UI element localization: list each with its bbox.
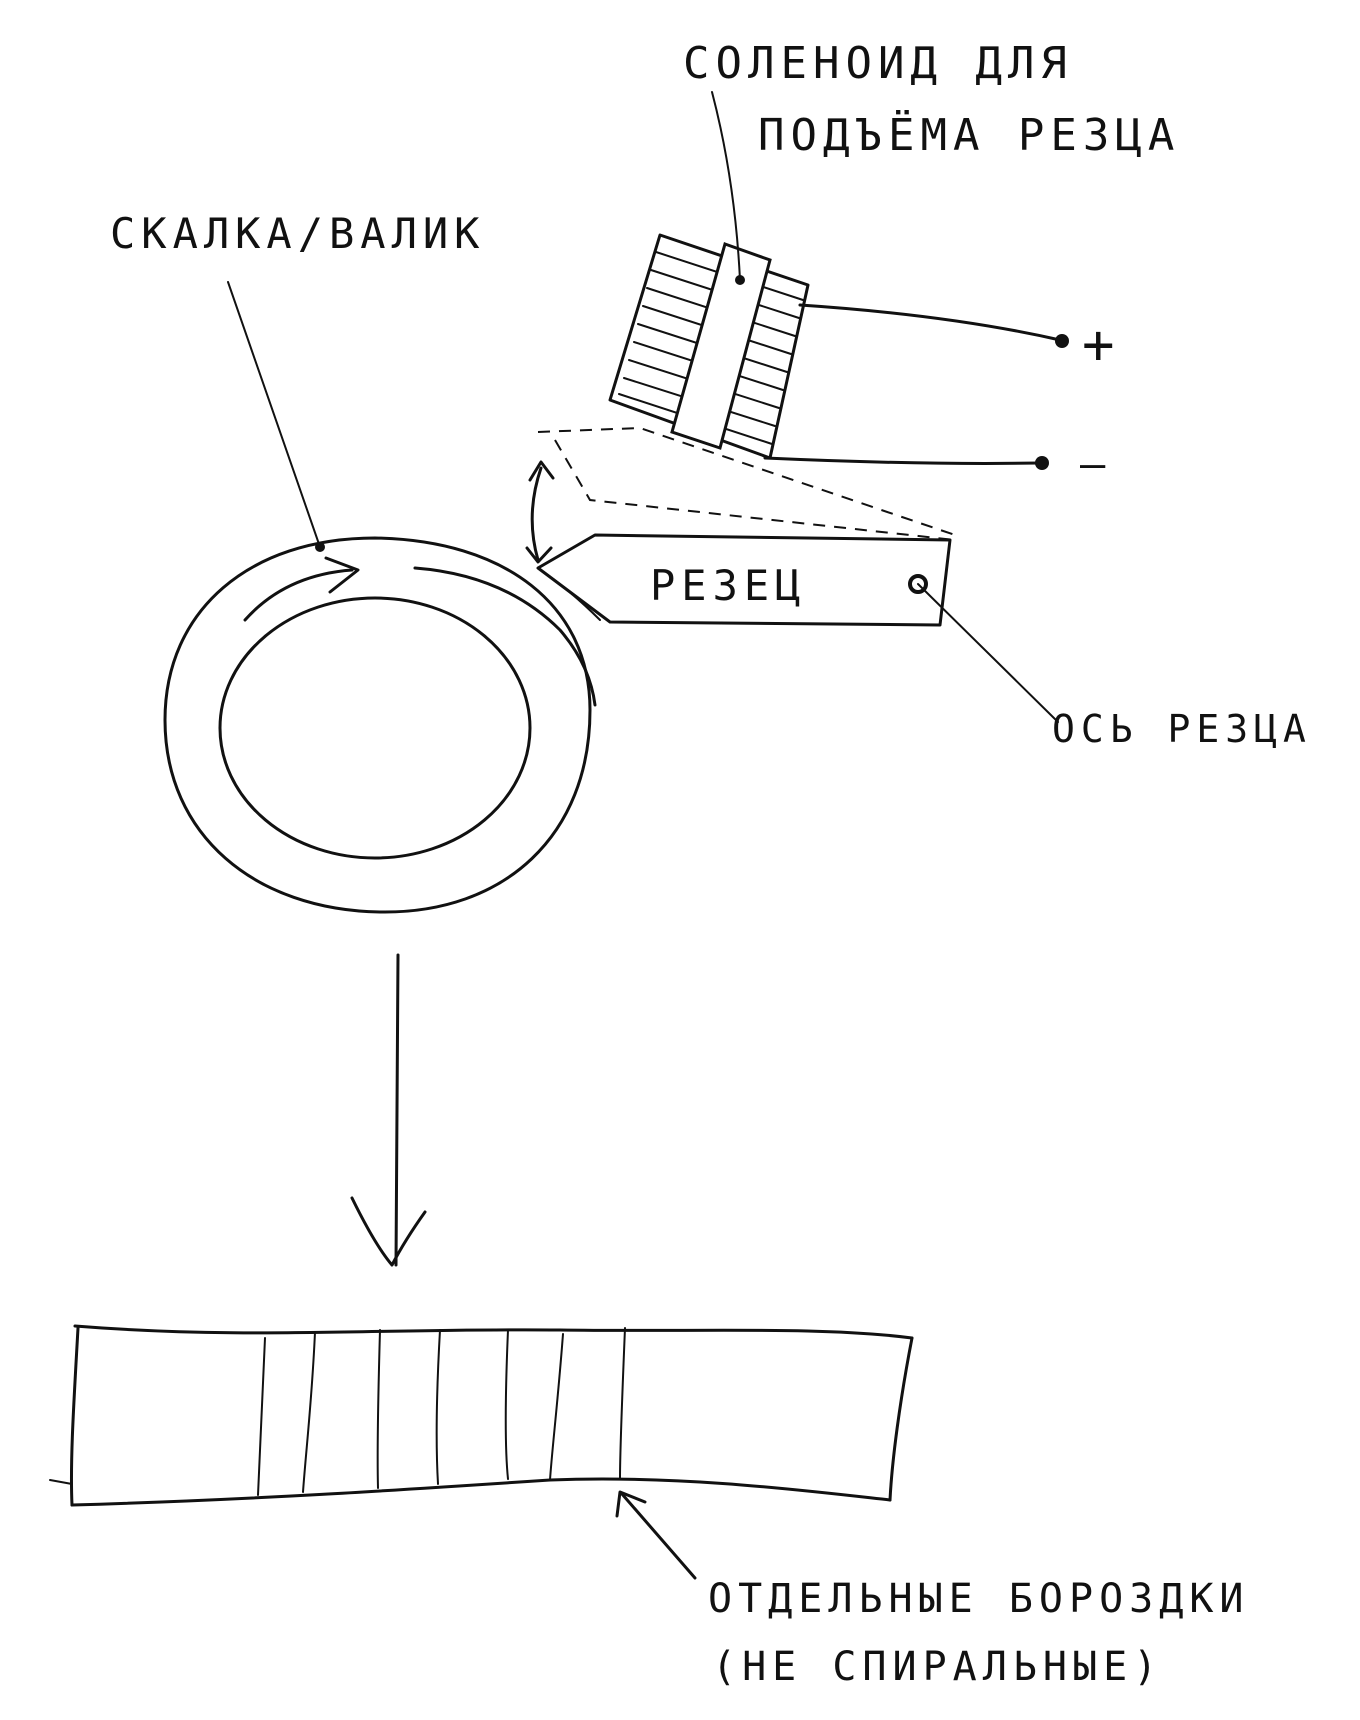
lift-double-arrow [525, 460, 555, 564]
grooves [257, 1327, 626, 1496]
wire-plus [798, 303, 1069, 348]
solenoid-plunger [670, 242, 772, 450]
plus-terminal-label: + [1082, 313, 1115, 376]
rolling-pin-roller [163, 281, 597, 914]
wire-minus [763, 456, 1049, 470]
minus-terminal-label: — [1080, 439, 1106, 488]
cutter-label: РЕЗЕЦ [650, 561, 806, 610]
grooves-pointer-arrow [615, 1490, 697, 1580]
solenoid-label-line2: ПОДЪЁМА РЕЗЦА [758, 109, 1180, 161]
down-arrow [350, 953, 427, 1267]
rolling-pin-label: СКАЛКА/ВАЛИК [110, 209, 485, 258]
grooves-label-line1: ОТДЕЛЬНЫЕ БОРОЗДКИ [708, 1576, 1249, 1622]
unrolled-strip [49, 1324, 914, 1507]
solenoid-label-line1: СОЛЕНОИД ДЛЯ [683, 38, 1073, 89]
cutter-axis-label: ОСЬ РЕЗЦА [1052, 707, 1312, 751]
grooves-label-line2: (НЕ СПИРАЛЬНЫЕ) [712, 1644, 1163, 1690]
solenoid [608, 91, 810, 460]
